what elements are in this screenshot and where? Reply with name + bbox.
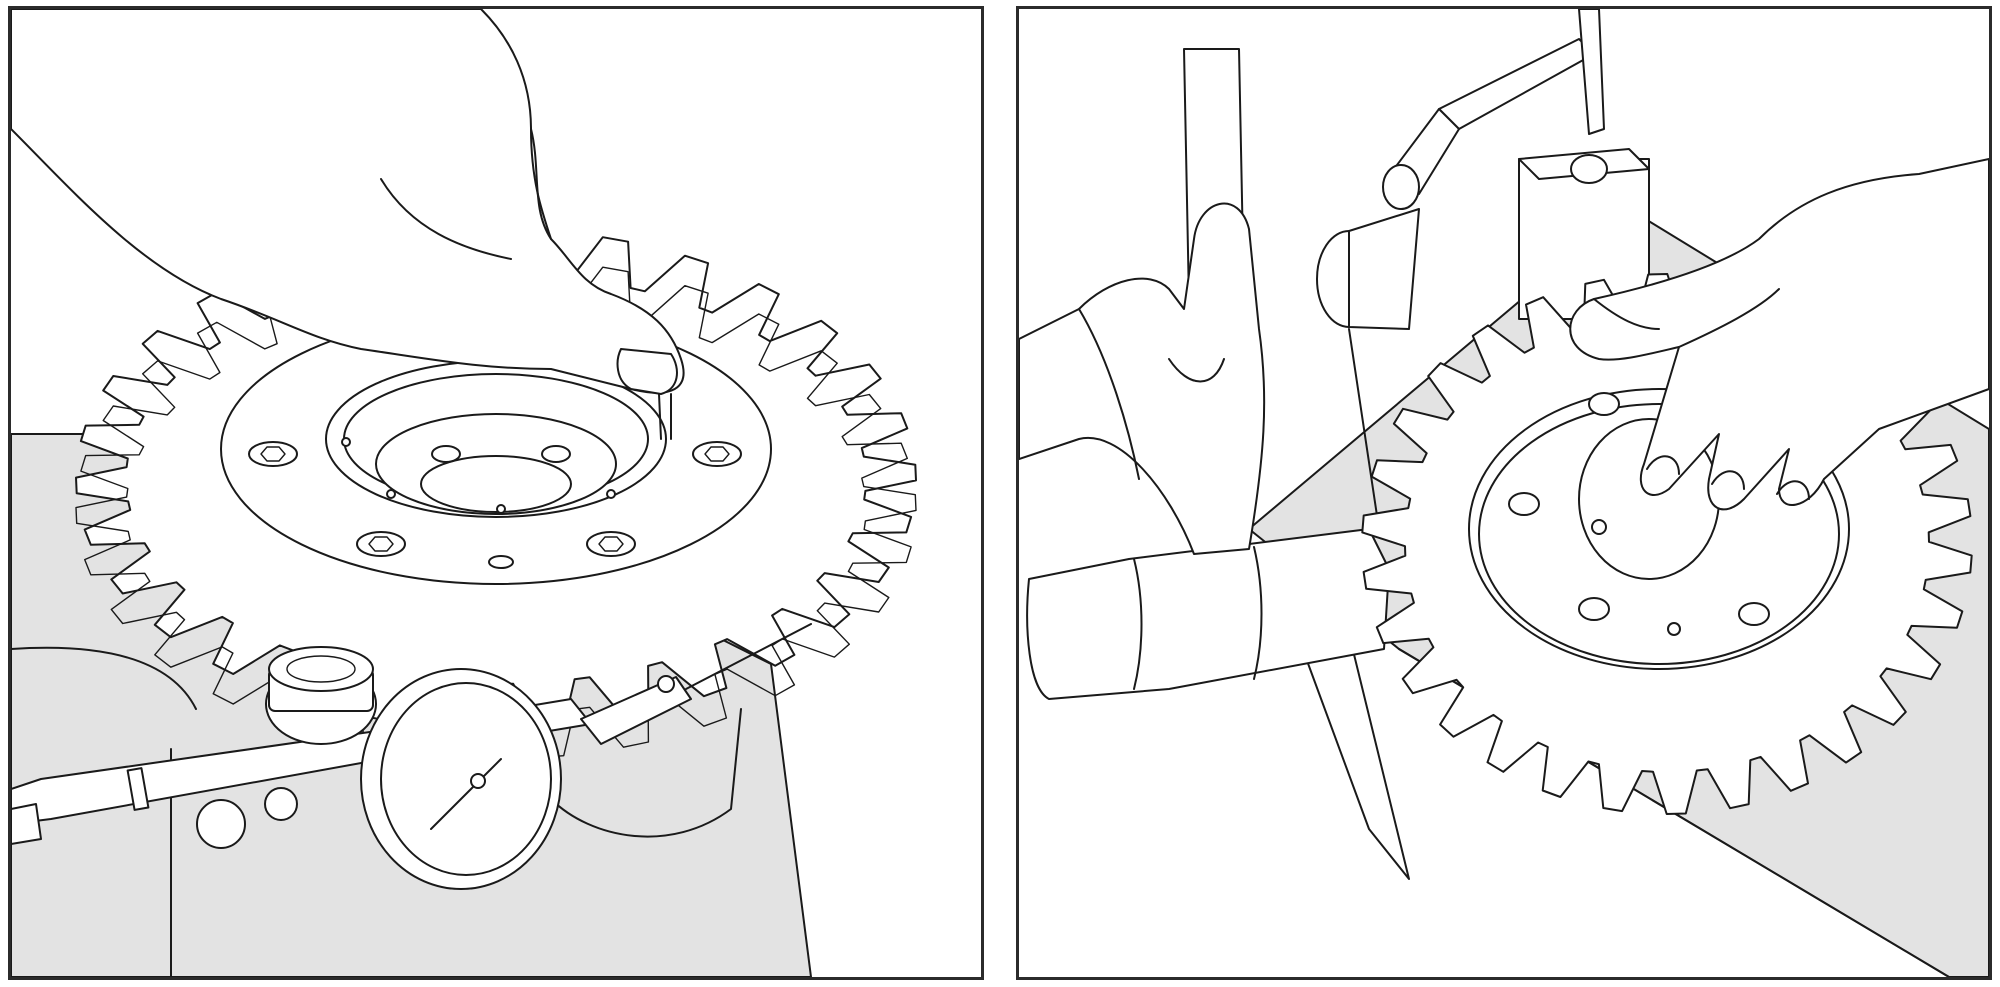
bolt-head bbox=[1738, 602, 1770, 626]
arm-end-cap bbox=[11, 803, 42, 845]
hub-bore-floor bbox=[420, 455, 572, 513]
mallet-head bbox=[1026, 528, 1390, 700]
right-illustration-panel bbox=[1016, 6, 1992, 980]
left-hand-nail bbox=[1168, 358, 1225, 383]
hand-knuckle bbox=[380, 178, 512, 260]
bolt-hex bbox=[260, 446, 286, 462]
hub-pin-hole bbox=[496, 504, 506, 514]
mallet-band bbox=[1133, 558, 1143, 690]
indicator-stylus-tip bbox=[685, 623, 812, 690]
bolt-head bbox=[356, 531, 406, 557]
hub-pin-hole bbox=[1667, 622, 1681, 636]
hub-pin-hole bbox=[606, 489, 616, 499]
bench-curve bbox=[11, 646, 197, 710]
left-illustration-panel bbox=[8, 6, 984, 980]
bolt-head bbox=[1508, 492, 1540, 516]
arm-knob bbox=[264, 787, 298, 821]
bolt-head bbox=[431, 445, 461, 463]
bolt-head bbox=[692, 441, 742, 467]
right-hand-nail bbox=[1776, 480, 1810, 500]
hub-pin-hole bbox=[386, 489, 396, 499]
bolt-head bbox=[1588, 392, 1620, 416]
drift-punch bbox=[1298, 633, 1410, 880]
hub-pin-hole bbox=[341, 437, 351, 447]
mallet-band bbox=[1253, 546, 1263, 680]
right-illustration bbox=[1019, 9, 1989, 977]
bolt-group bbox=[248, 437, 742, 569]
right-hand-nail bbox=[1711, 470, 1745, 490]
hub-pin-hole bbox=[488, 555, 514, 569]
bolt-head bbox=[541, 445, 571, 463]
left-hand-finger bbox=[1078, 308, 1140, 480]
hub-pin-hole bbox=[1591, 519, 1607, 535]
hub-bore bbox=[375, 413, 617, 515]
right-hand bbox=[1569, 158, 1989, 511]
bolt-head bbox=[248, 441, 298, 467]
bolt-hex bbox=[704, 446, 730, 462]
dial-gauge-needle bbox=[430, 758, 502, 830]
dial-gauge-side bbox=[1348, 208, 1420, 330]
bolt-head bbox=[1578, 597, 1610, 621]
right-hand-nail bbox=[1646, 455, 1680, 475]
hand-knuckle bbox=[530, 128, 552, 240]
finger-pin bbox=[658, 393, 672, 440]
left-hand bbox=[1019, 202, 1266, 555]
bolt-hex bbox=[368, 536, 394, 552]
arm-clamp bbox=[126, 767, 150, 811]
bolt-hex bbox=[598, 536, 624, 552]
indicator-stylus bbox=[1348, 328, 1380, 530]
right-hand-knuckle bbox=[1678, 288, 1780, 348]
stylus-pivot bbox=[657, 675, 675, 693]
sprocket-underside bbox=[550, 708, 742, 838]
indicator-knob bbox=[1382, 164, 1420, 210]
indicator-stylus-body bbox=[580, 676, 692, 745]
bolt-group bbox=[1508, 392, 1770, 636]
dial-gauge-face bbox=[380, 682, 552, 876]
fingertip-nail bbox=[616, 348, 678, 395]
left-illustration bbox=[11, 9, 917, 977]
dial-stem-knob-top bbox=[268, 646, 374, 692]
base-knob bbox=[1570, 154, 1608, 184]
right-hand-knuckle bbox=[1593, 298, 1660, 330]
arm-knob bbox=[196, 799, 246, 849]
dial-gauge-hub bbox=[470, 773, 486, 789]
dial-stem-knob-bore bbox=[286, 655, 356, 683]
indicator-arm bbox=[1438, 38, 1595, 130]
hub-plate-edge bbox=[1478, 403, 1840, 665]
bolt-head bbox=[586, 531, 636, 557]
hand bbox=[11, 9, 685, 394]
indicator-arm bbox=[1578, 9, 1605, 135]
